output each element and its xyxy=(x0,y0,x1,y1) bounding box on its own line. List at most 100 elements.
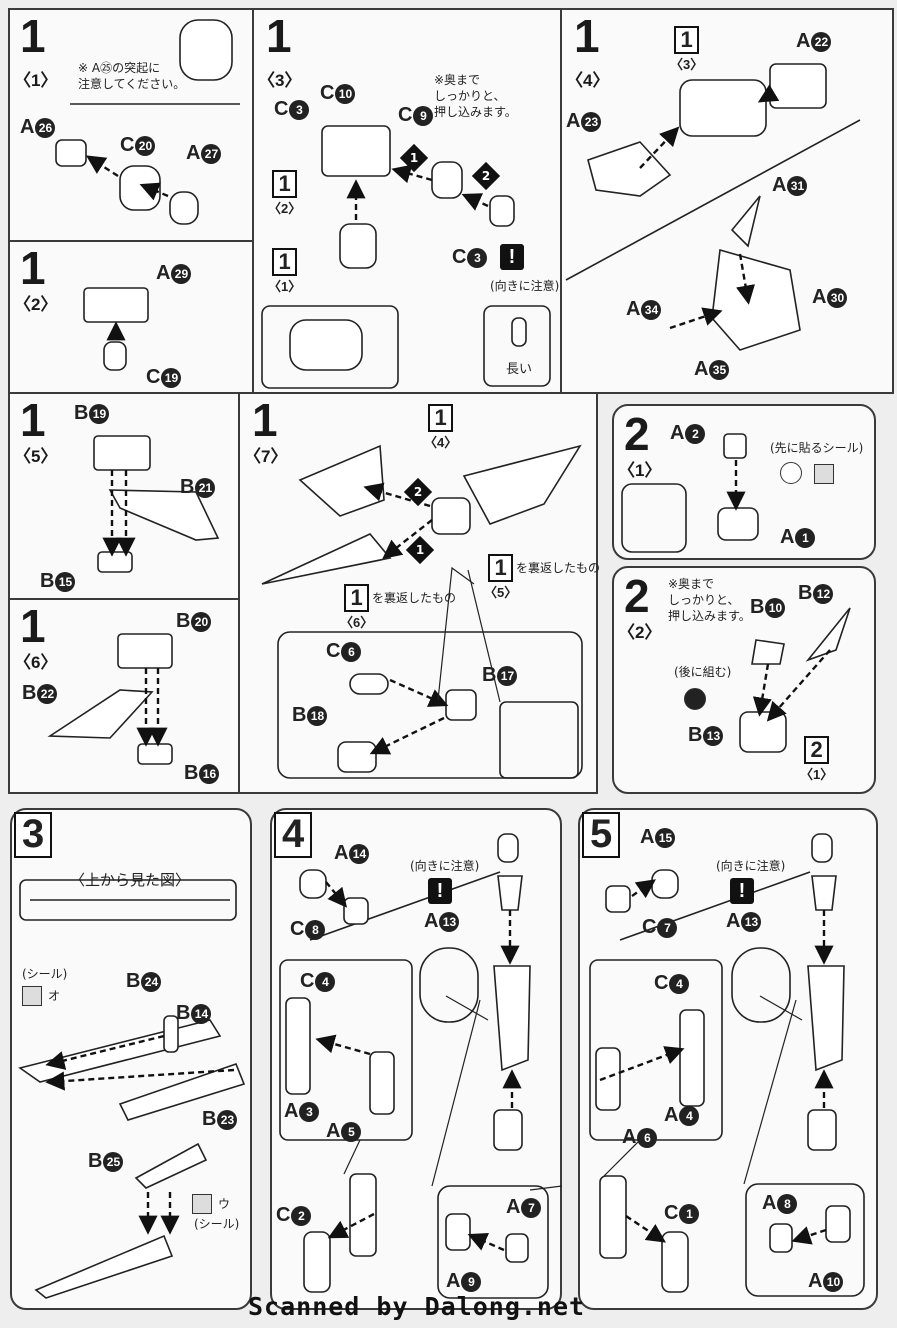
ref-step1-3: 1〈3〉 xyxy=(670,26,704,72)
scanner-credit: Scanned by Dalong.net xyxy=(248,1292,586,1321)
step-number: 3 xyxy=(14,812,53,858)
step-number: 5 xyxy=(582,812,621,858)
part-sprue-gate xyxy=(179,19,233,81)
caution-icon: ! xyxy=(428,878,452,904)
substep-label: 〈4〉 xyxy=(566,71,610,90)
seal-icon xyxy=(814,464,834,484)
seal-first-note: (先に貼るシール) xyxy=(770,441,864,455)
push-in-note: ※奥まで しっかりと、 押し込みます。 xyxy=(668,577,751,623)
step-number: 2 xyxy=(624,570,650,622)
order-marker-1: 1 xyxy=(399,143,429,173)
order-marker-2: 2 xyxy=(471,161,501,191)
substep-label: 〈5〉 xyxy=(14,447,58,466)
seal-marker-icon xyxy=(684,688,706,710)
step-number: 1 xyxy=(20,394,46,446)
assemble-later-note: (後に組む) xyxy=(674,665,732,679)
substep-label: 〈6〉 xyxy=(14,653,58,672)
step-number: 1 xyxy=(574,10,600,62)
seal-icon xyxy=(192,1194,212,1214)
orientation-warning: (向きに注意) xyxy=(716,859,786,873)
substep-label: 〈1〉 xyxy=(618,461,662,480)
seal-icon xyxy=(22,986,42,1006)
ref-step1-2: 1〈2〉 xyxy=(268,170,302,216)
orientation-warning: (向きに注意) xyxy=(490,279,560,293)
seal-code: ウ xyxy=(218,1197,231,1211)
step-number: 1 xyxy=(266,10,292,62)
ref-step2-1: 2〈1〉 xyxy=(800,736,834,782)
step-number: 1 xyxy=(20,600,46,652)
caution-icon: ! xyxy=(500,244,524,270)
push-in-note: ※奥まで しっかりと、 押し込みます。 xyxy=(434,73,517,119)
substep-label: 〈2〉 xyxy=(618,623,662,642)
substep-label: 〈1〉 xyxy=(14,71,58,90)
ref-step1-5: 1〈5〉 xyxy=(484,554,518,600)
step-number: 1 xyxy=(20,242,46,294)
ref-step1-4: 1〈4〉 xyxy=(424,404,458,450)
seal-marker-icon xyxy=(780,462,802,484)
seal-caption: (シール) xyxy=(194,1217,240,1231)
long-label: 長い xyxy=(506,362,533,377)
step-number: 1 xyxy=(252,394,278,446)
order-marker-2: 2 xyxy=(403,477,433,507)
seal-code: オ xyxy=(48,989,61,1003)
ref-step1-1: 1〈1〉 xyxy=(268,248,302,294)
caution-icon: ! xyxy=(730,878,754,904)
seal-caption: (シール) xyxy=(22,967,68,981)
substep-label: 〈3〉 xyxy=(258,71,302,90)
top-view-caption: 〈上から見た図〉 xyxy=(70,871,191,889)
flipped-note: を裏返したもの xyxy=(372,591,457,605)
flipped-note: を裏返したもの xyxy=(516,561,601,575)
ref-step1-6: 1〈6〉 xyxy=(340,584,374,630)
substep-label: 〈2〉 xyxy=(14,295,58,314)
step-number: 2 xyxy=(624,408,650,460)
